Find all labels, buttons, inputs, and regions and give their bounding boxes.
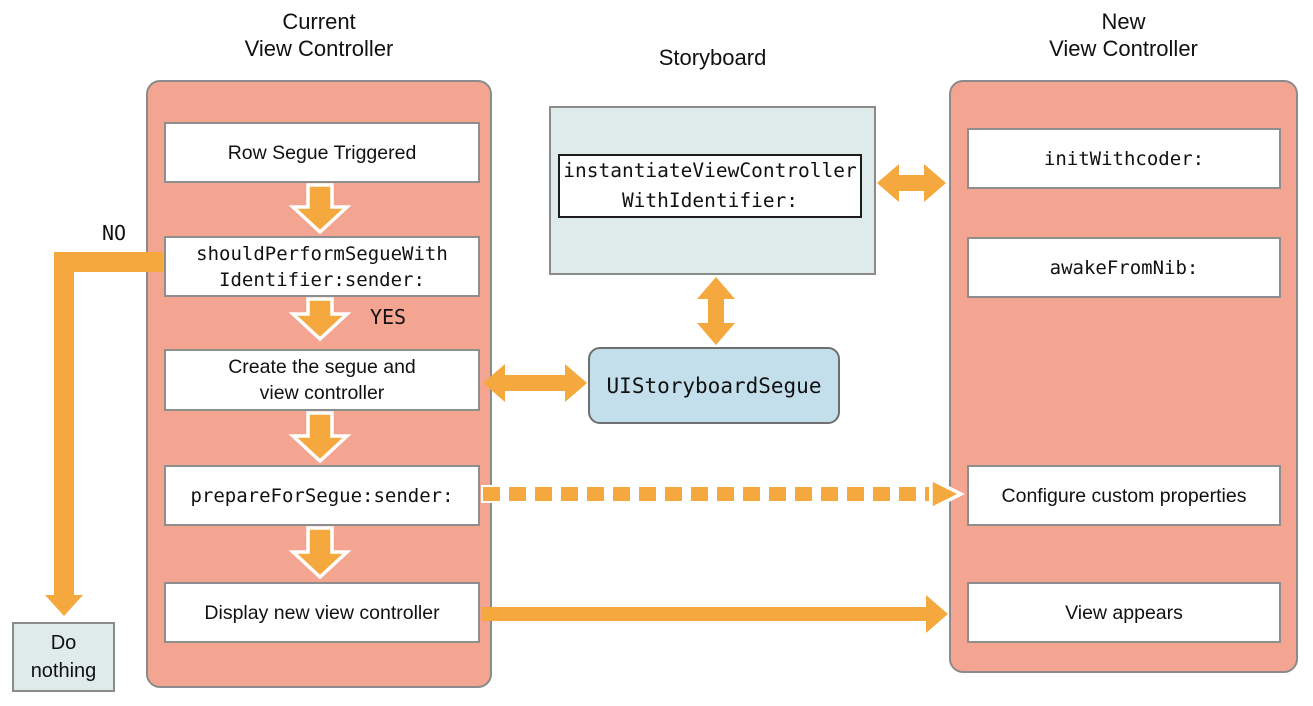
step-create-segue: Create the segue and view controller — [164, 349, 480, 411]
do-nothing-box: Do nothing — [12, 622, 115, 692]
step-display-new-view-controller: Display new view controller — [164, 582, 480, 643]
step-awake-from-nib: awakeFromNib: — [967, 237, 1281, 298]
no-branch-label: NO — [101, 221, 127, 245]
new-view-controller-title: New View Controller — [1049, 9, 1198, 61]
double-arrow-current-segue-icon — [483, 364, 587, 402]
step-init-with-coder: initWithcoder: — [967, 128, 1281, 189]
yes-branch-label: YES — [369, 305, 407, 329]
instantiate-view-controller-box: instantiateViewController WithIdentifier… — [558, 154, 862, 218]
double-arrow-storyboard-new-icon — [877, 164, 946, 202]
uistoryboardsegue-box: UIStoryboardSegue — [588, 347, 840, 424]
step-view-appears: View appears — [967, 582, 1281, 643]
arrow-display-view-appears — [481, 595, 948, 633]
step-configure-custom-properties: Configure custom properties — [967, 465, 1281, 526]
step-should-perform-segue: shouldPerformSegueWith Identifier:sender… — [164, 236, 480, 297]
storyboard-title: Storyboard — [658, 45, 767, 70]
step-row-segue-triggered: Row Segue Triggered — [164, 122, 480, 183]
no-branch-arrowhead-icon — [45, 595, 83, 616]
double-arrow-storyboard-segue-icon — [697, 277, 735, 345]
current-view-controller-title: Current View Controller — [244, 9, 394, 61]
step-prepare-for-segue: prepareForSegue:sender: — [164, 465, 480, 526]
